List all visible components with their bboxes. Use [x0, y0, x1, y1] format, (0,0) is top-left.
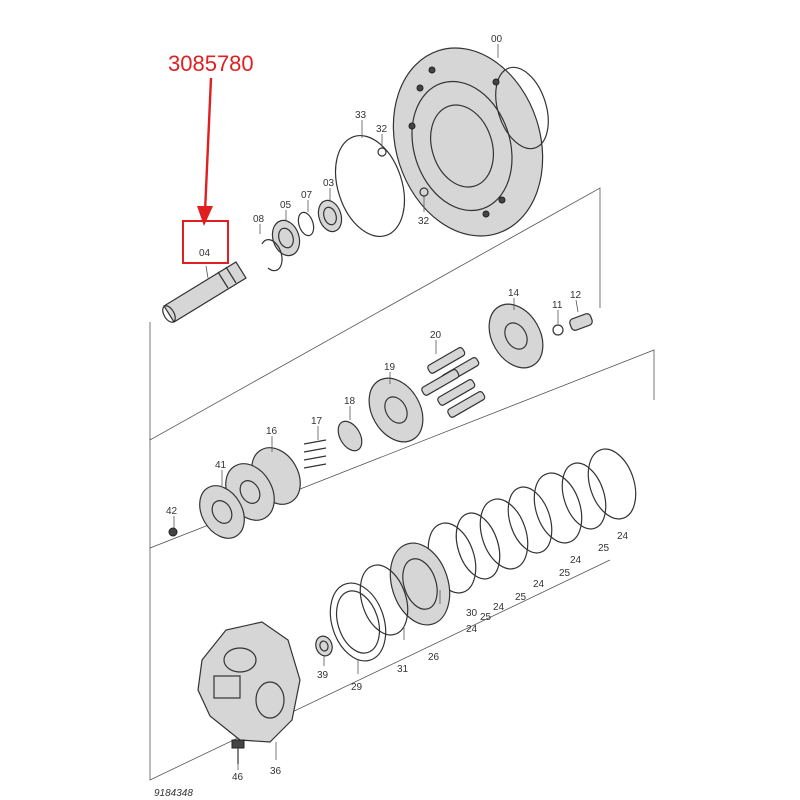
frame-middle — [149, 349, 655, 549]
callout-arrow-shaft — [203, 77, 213, 213]
frame-lines — [149, 187, 655, 781]
label-42: 42 — [166, 506, 178, 517]
part-12-pin — [569, 313, 593, 331]
label-24-c: 24 — [533, 579, 545, 590]
part-17-springs — [303, 439, 327, 469]
leader-lines — [173, 44, 579, 770]
label-39: 39 — [317, 670, 329, 681]
label-16: 16 — [266, 426, 278, 437]
label-12: 12 — [570, 290, 582, 301]
part-14-swash-plate — [488, 303, 544, 369]
part-08-snap-ring — [261, 239, 283, 272]
label-30: 30 — [466, 608, 478, 619]
part-07-ring — [297, 211, 315, 237]
part-39-bearing — [315, 635, 333, 657]
label-11: 11 — [552, 300, 563, 311]
label-24-e: 24 — [466, 624, 478, 635]
label-24-b: 24 — [570, 555, 582, 566]
label-46: 46 — [232, 772, 244, 783]
callout-part-number: 3085780 — [168, 51, 254, 76]
callout-highlight-box — [182, 220, 229, 264]
label-29: 29 — [351, 682, 363, 693]
part-33-seal-ring — [334, 134, 406, 238]
label-05: 05 — [280, 200, 292, 211]
frame-lower — [149, 548, 611, 781]
part-26-brake-piston — [389, 542, 451, 626]
part-36-rear-cover — [197, 621, 301, 743]
part-29-ring — [329, 582, 387, 662]
label-03: 03 — [323, 178, 335, 189]
label-08: 08 — [253, 214, 265, 225]
label-36: 36 — [270, 766, 282, 777]
part-42-plug — [168, 527, 178, 537]
label-19: 19 — [384, 362, 396, 373]
part-11-ball — [552, 324, 564, 336]
part-32-pin-top — [377, 147, 387, 157]
part-24-25-brake-discs — [427, 448, 637, 594]
part-00-hub-housing — [392, 47, 549, 237]
label-24-a: 24 — [617, 531, 629, 542]
label-31: 31 — [397, 664, 409, 675]
label-25-b: 25 — [559, 568, 571, 579]
label-41: 41 — [215, 460, 227, 471]
label-33: 33 — [355, 110, 367, 121]
label-32-top: 32 — [376, 124, 388, 135]
part-41-valve-plate — [199, 485, 245, 539]
label-18: 18 — [344, 396, 356, 407]
part-19-retainer-plate — [368, 377, 424, 443]
part-04-drive-shaft — [162, 261, 247, 323]
part-20-pistons — [421, 347, 486, 418]
label-32-bottom: 32 — [418, 216, 430, 227]
label-25-a: 25 — [598, 543, 610, 554]
label-14: 14 — [508, 288, 520, 299]
label-04: 04 — [199, 248, 211, 259]
label-24-d: 24 — [493, 602, 505, 613]
label-00: 00 — [491, 34, 503, 45]
label-26: 26 — [428, 652, 440, 663]
part-03-bearing — [317, 199, 343, 233]
label-25-c: 25 — [515, 592, 527, 603]
callout-group: 3085780 — [168, 51, 254, 264]
label-07: 07 — [301, 190, 313, 201]
part-18-bushing — [337, 420, 363, 452]
part-31-seal — [359, 564, 409, 636]
drawing-number: 9184348 — [154, 788, 193, 799]
label-20: 20 — [430, 330, 442, 341]
label-25-d: 25 — [480, 612, 492, 623]
part-labels: 00 32 33 32 03 07 05 08 04 14 11 12 20 1… — [166, 34, 629, 783]
part-46-bolt — [231, 739, 245, 764]
frame-upper — [149, 187, 601, 441]
callout-arrow-head — [197, 206, 213, 226]
label-17: 17 — [311, 416, 323, 427]
